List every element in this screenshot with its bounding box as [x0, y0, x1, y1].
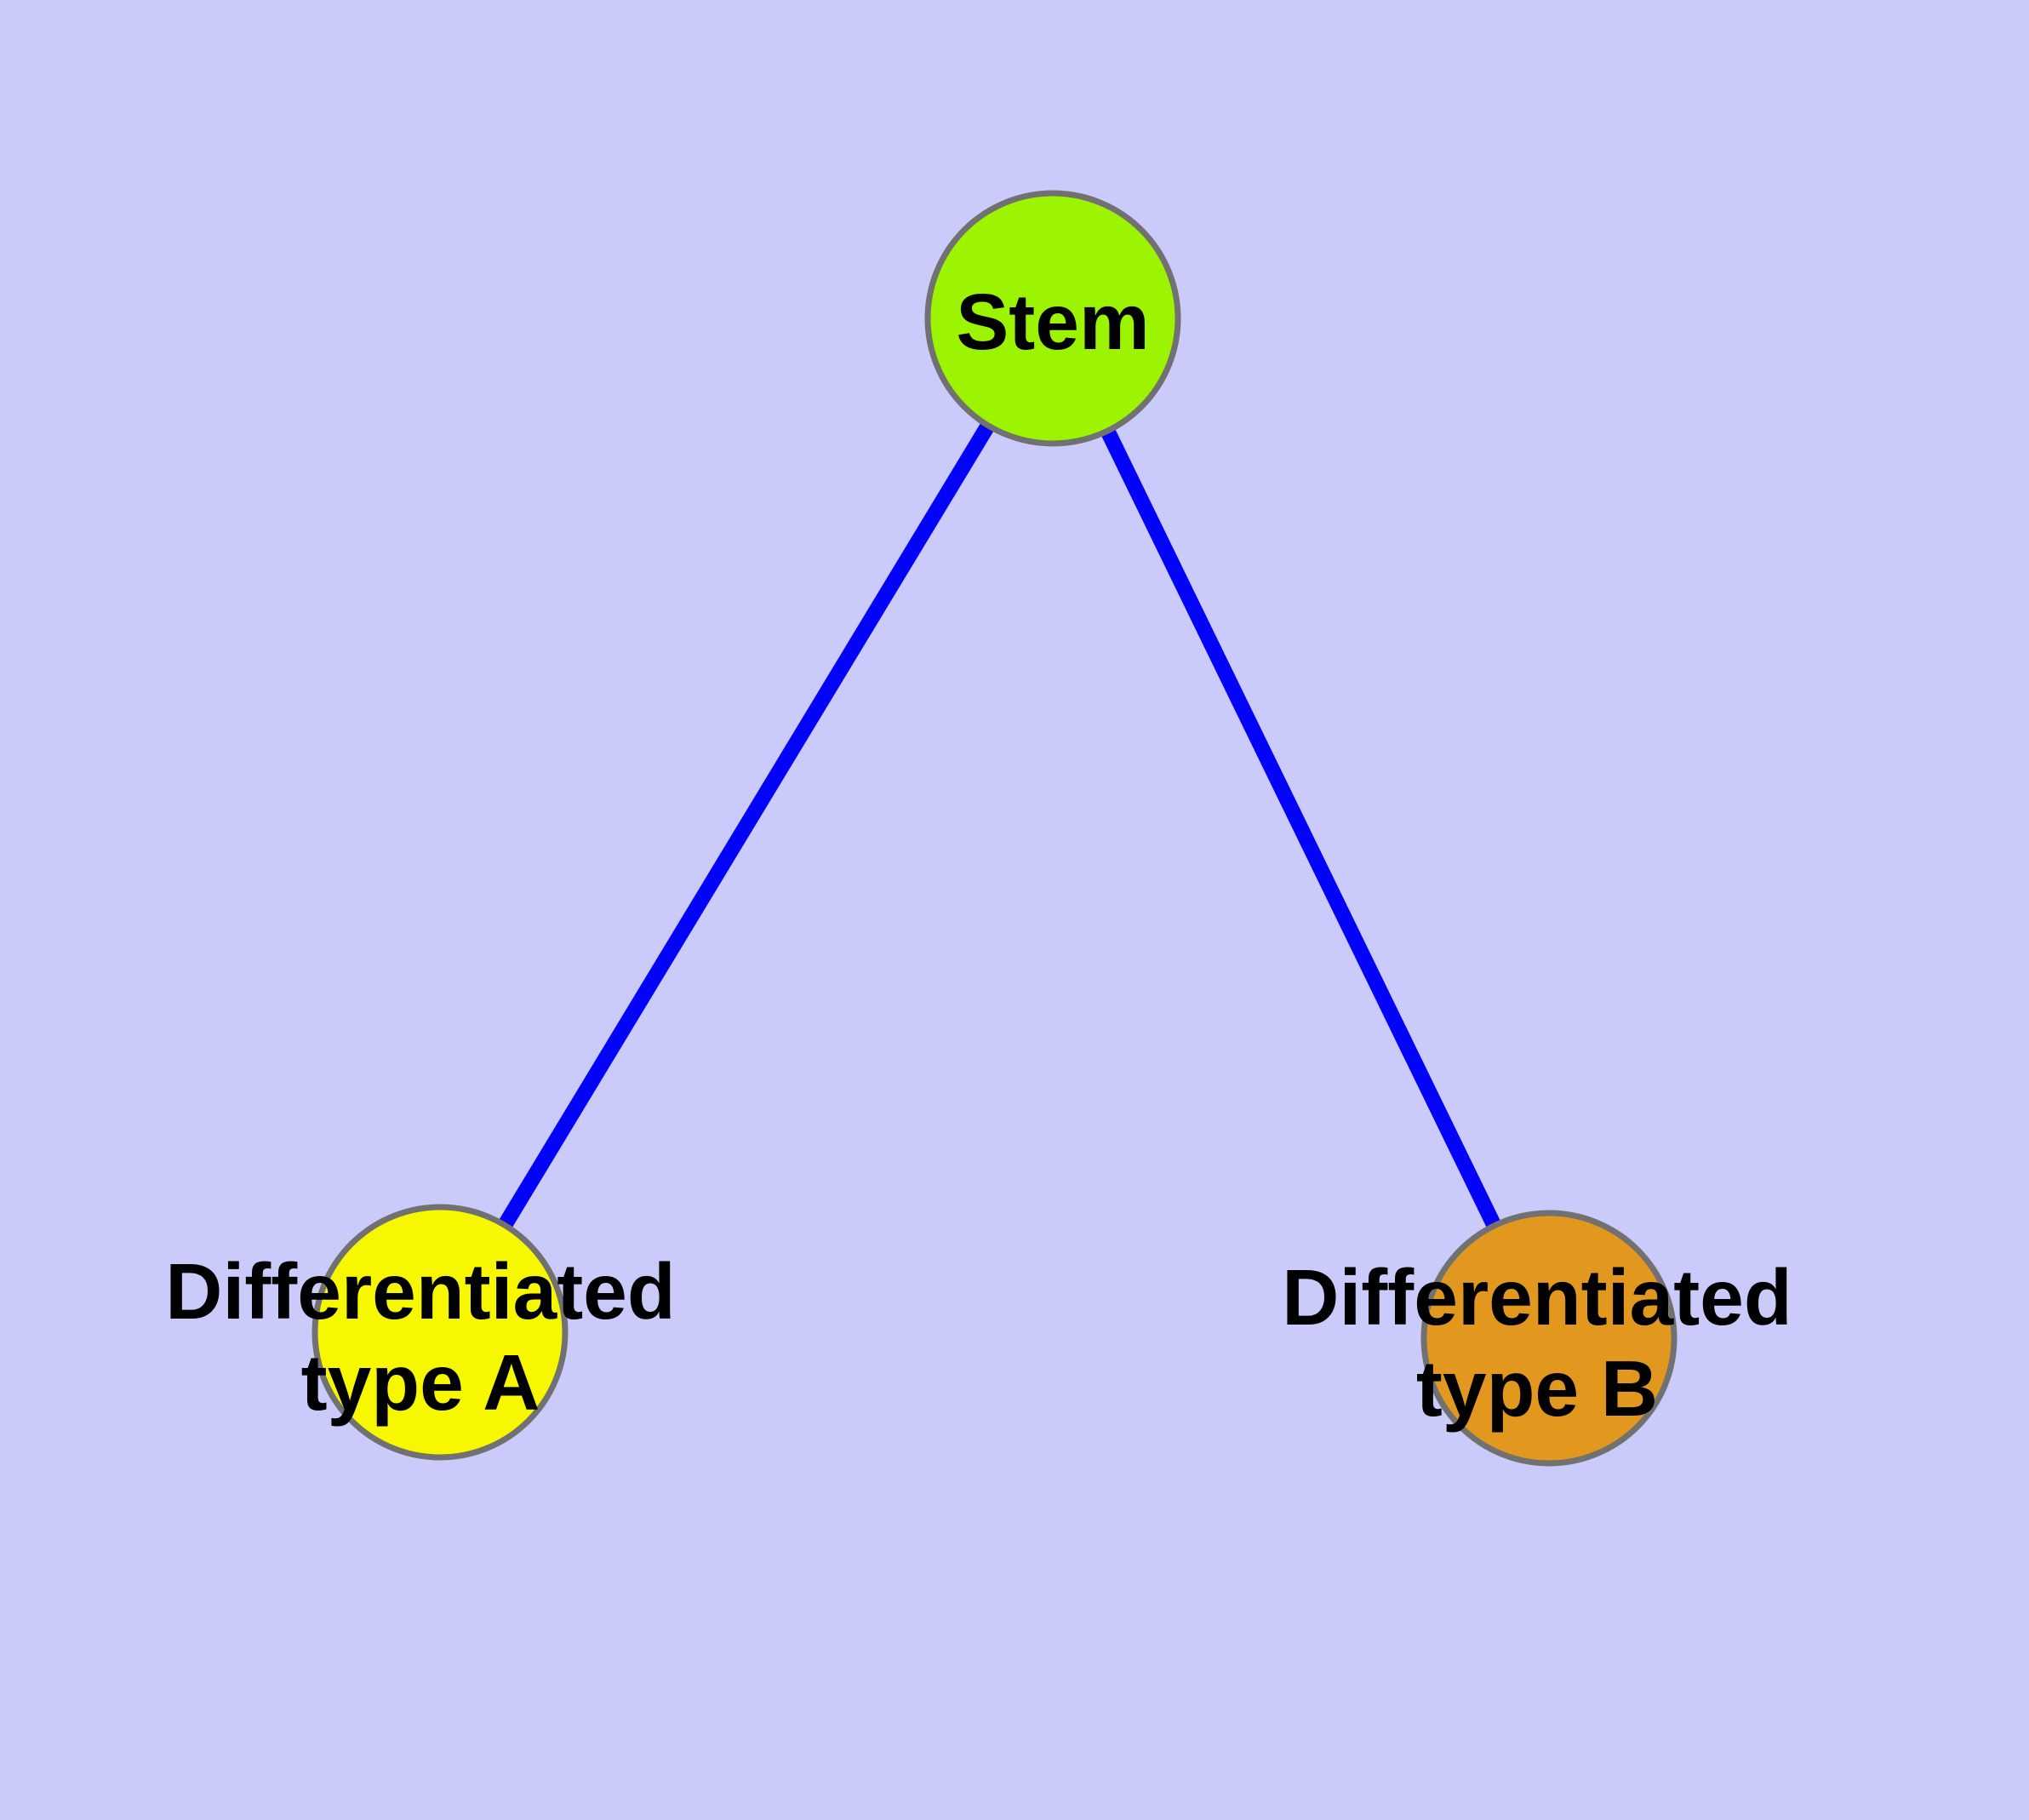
node-type-b-label-line2: type B — [1416, 1344, 1658, 1433]
node-type-a-label-line1: Differentiated — [165, 1247, 675, 1336]
edge-stem-to-type-a — [433, 314, 1060, 1336]
node-stem-circle — [924, 190, 1181, 447]
node-type-b-circle — [1420, 1210, 1677, 1467]
node-type-a-label-line2: type A — [301, 1338, 540, 1427]
node-type-b-label-line1: Differentiated — [1282, 1253, 1792, 1342]
node-type-a-circle — [311, 1204, 569, 1461]
node-stem-label: Stem — [956, 278, 1149, 366]
edge-stem-to-type-b — [1045, 315, 1557, 1342]
